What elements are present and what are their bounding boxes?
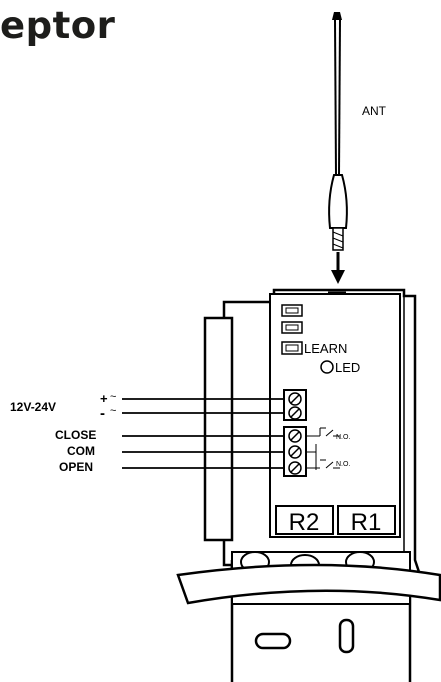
page-title: eptor <box>0 4 116 47</box>
ac-symbol-1: ~ <box>110 391 116 403</box>
relay-r2-label: R2 <box>289 509 320 536</box>
led-label: LED <box>335 360 360 375</box>
receiver-housing <box>203 288 422 577</box>
open-label: OPEN <box>59 460 93 474</box>
terminal-block <box>283 389 307 477</box>
wires <box>122 398 287 469</box>
relay-r1-label: R1 <box>351 509 382 536</box>
relay-r2-box <box>275 505 334 535</box>
bracket-clip <box>176 563 441 605</box>
relay-r1-box <box>337 505 396 535</box>
mount-slot <box>254 632 292 650</box>
com-label: COM <box>67 444 95 458</box>
plus-symbol: + <box>100 391 108 406</box>
mounting-bracket <box>176 551 441 682</box>
antenna-label: ANT <box>362 104 387 118</box>
relay-contacts <box>306 427 340 470</box>
no-contact-label-1: N.O. <box>336 434 350 441</box>
antenna <box>328 12 348 284</box>
antenna-tip <box>332 12 342 20</box>
antenna-sleeve <box>328 174 348 229</box>
minus-symbol: - <box>100 405 105 422</box>
power-label: 12V-24V <box>10 400 56 414</box>
ac-symbol-2: ~ <box>110 405 116 417</box>
no-contact-label-2: N.O. <box>336 461 350 468</box>
mount-hole <box>338 618 355 654</box>
led-indicator <box>320 360 334 374</box>
learn-label: LEARN <box>304 341 347 356</box>
close-label: CLOSE <box>55 428 96 442</box>
insert-arrow <box>331 270 345 284</box>
